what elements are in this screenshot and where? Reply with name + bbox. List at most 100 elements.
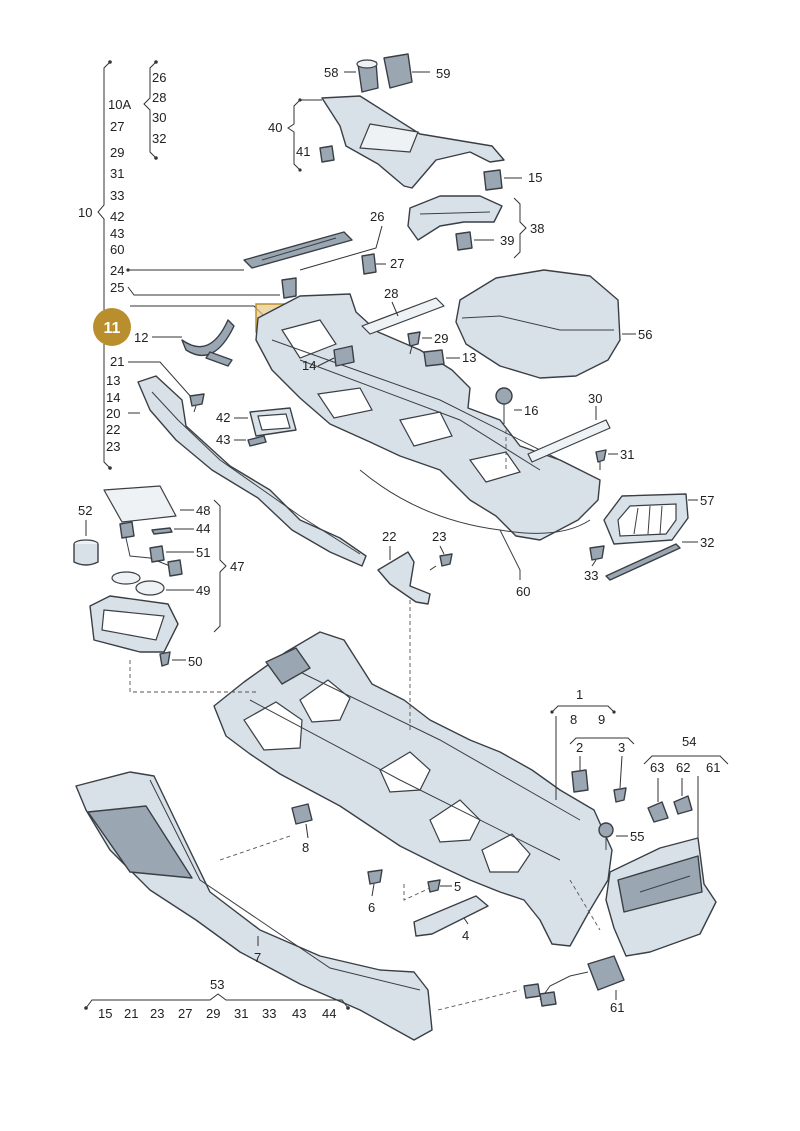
bottom-item-2: 23: [150, 1006, 164, 1021]
part-label-5: 5: [454, 879, 461, 894]
part-label-49: 49: [196, 583, 210, 598]
label-22: 22: [106, 422, 120, 437]
part-label-16: 16: [524, 403, 538, 418]
storage-box: [605, 837, 717, 957]
label-33: 33: [110, 188, 124, 203]
cable-60: 60: [359, 469, 591, 599]
part-label-51: 51: [196, 545, 210, 560]
part-label-8-left: 8: [302, 840, 309, 855]
trim-22: 22: [377, 529, 431, 605]
part-label-22: 22: [382, 529, 396, 544]
part-label-14: 14: [302, 358, 316, 373]
part-label-58: 58: [324, 65, 338, 80]
screw-5: 5: [427, 879, 461, 894]
bottom-item-8: 44: [322, 1006, 336, 1021]
part-label-1: 1: [576, 687, 583, 702]
part-label-3: 3: [618, 740, 625, 755]
callout-badge-label: 11: [104, 320, 121, 337]
label-10: 10: [78, 205, 92, 220]
bottom-item-4: 29: [206, 1006, 220, 1021]
label-29: 29: [110, 145, 124, 160]
bottom-item-1: 21: [124, 1006, 138, 1021]
strip-26: 26 27: [243, 209, 404, 275]
part-label-42: 42: [216, 410, 230, 425]
strip-30: 30: [527, 391, 611, 463]
part-label-59: 59: [436, 66, 450, 81]
label-23: 23: [106, 439, 120, 454]
part-label-31: 31: [620, 447, 634, 462]
part-label-50: 50: [188, 654, 202, 669]
part-label-40: 40: [268, 120, 282, 135]
sub-label-26: 26: [152, 70, 166, 85]
screw-33: 33: [584, 545, 605, 583]
part-label-38: 38: [530, 221, 544, 236]
clip-43: 43: [216, 432, 267, 447]
part-label-8-top: 8: [570, 712, 577, 727]
label-24: 24: [110, 263, 124, 278]
screw-21: [189, 393, 205, 413]
label-10A: 10A: [108, 97, 131, 112]
part-label-2: 2: [576, 740, 583, 755]
harness-61: 61: [523, 955, 625, 1015]
bracket-4: 4: [413, 895, 489, 943]
console-frame-lower: [213, 631, 613, 947]
group-54: 54 63 62 61: [643, 734, 729, 850]
assembly-lines: [129, 430, 601, 1011]
socket-59: 59: [383, 53, 450, 89]
part-label-33: 33: [584, 568, 598, 583]
part-label-54: 54: [682, 734, 696, 749]
part-label-7: 7: [254, 950, 261, 965]
label-42: 42: [110, 209, 124, 224]
label-53: 53: [210, 977, 224, 992]
part-label-60: 60: [516, 584, 530, 599]
part-label-44: 44: [196, 521, 210, 536]
trim-20: [137, 375, 367, 567]
panel-7: 7: [75, 771, 433, 1041]
part-label-52: 52: [78, 503, 92, 518]
part-label-15: 15: [528, 170, 542, 185]
screw-29: 29: [407, 331, 448, 355]
sub-label-32: 32: [152, 131, 166, 146]
part-label-55: 55: [630, 829, 644, 844]
clip-15: 15: [483, 169, 542, 191]
part-label-13: 13: [462, 350, 476, 365]
bottom-item-0: 15: [98, 1006, 112, 1021]
part-label-47: 47: [230, 559, 244, 574]
part-label-29: 29: [434, 331, 448, 346]
left-mid-group: 48 44 52 51 49 47 50: [73, 485, 244, 669]
strip-32: 32: [605, 535, 714, 581]
trim-strip-28: 28: [361, 286, 445, 335]
part-label-23: 23: [432, 529, 446, 544]
screw-31: 31: [595, 447, 634, 470]
armrest-56: 56: [455, 269, 652, 379]
part-label-57: 57: [700, 493, 714, 508]
label-13: 13: [106, 373, 120, 388]
bottom-item-5: 31: [234, 1006, 248, 1021]
vent-57: 57: [603, 493, 714, 545]
label-27: 27: [110, 119, 124, 134]
bracket-12: [181, 319, 235, 367]
screw-16: 16: [495, 387, 538, 424]
bottom-item-3: 27: [178, 1006, 192, 1021]
label-21: 21: [110, 354, 124, 369]
clip-13: 13: [423, 349, 476, 367]
part-label-26: 26: [370, 209, 384, 224]
sub-label-30: 30: [152, 110, 166, 125]
sub-label-28: 28: [152, 90, 166, 105]
label-43: 43: [110, 226, 124, 241]
top-trim-plate-40: 40 41: [268, 95, 505, 189]
part-label-41: 41: [296, 144, 310, 159]
label-20: 20: [106, 406, 120, 421]
part-label-56: 56: [638, 327, 652, 342]
cover-42: 42: [216, 407, 297, 437]
part-label-39: 39: [500, 233, 514, 248]
screw-6: 6: [367, 869, 383, 915]
screw-55: 55: [598, 822, 644, 850]
part-label-61-top: 61: [706, 760, 720, 775]
part-label-27: 27: [390, 256, 404, 271]
part-label-61-bottom: 61: [610, 1000, 624, 1015]
label-25: 25: [110, 280, 124, 295]
clip-8-left: 8: [291, 803, 313, 855]
label-12: 12: [134, 330, 148, 345]
